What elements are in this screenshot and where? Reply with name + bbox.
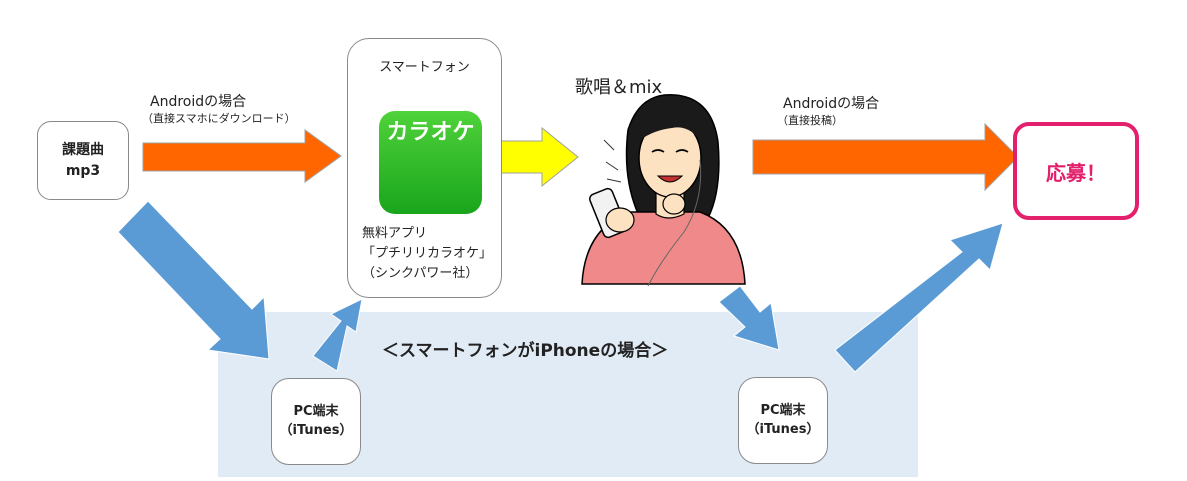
singer-illustration	[581, 94, 746, 287]
apply-label: 応募！	[1046, 160, 1106, 185]
yellow-arrow	[495, 126, 579, 188]
pc-right-title: PC端末	[760, 402, 806, 418]
smartphone-box: スマートフォン カラオケ 無料アプリ 「プチリリカラオケ」 （シンクパワー社）	[347, 38, 502, 298]
pc-left-sub: （iTunes）	[279, 422, 353, 438]
app-description: 無料アプリ 「プチリリカラオケ」 （シンクパワー社）	[362, 224, 492, 284]
android-right-sub: （直接投稿）	[777, 114, 843, 127]
singing-label: 歌唱＆mix	[575, 77, 663, 98]
pc-box-left: PC端末 （iTunes）	[271, 378, 361, 465]
app-icon-label: カラオケ	[386, 120, 475, 145]
app-desc-line2: 「プチリリカラオケ」	[362, 246, 493, 262]
source-title: 課題曲	[62, 142, 104, 159]
blue-arrow-pc-to-apply	[834, 222, 1004, 373]
pc-box-right: PC端末 （iTunes）	[738, 377, 828, 464]
app-desc-line1: 無料アプリ	[362, 226, 428, 241]
android-left-sub: （直接スマホにダウンロード）	[142, 112, 296, 125]
app-desc-line3: （シンクパワー社）	[362, 266, 479, 282]
orange-arrow-right	[752, 122, 1019, 192]
orange-arrow-left	[142, 129, 342, 183]
pc-right-sub: （iTunes）	[746, 421, 820, 437]
iphone-case-label: ＜スマートフォンがiPhoneの場合＞	[382, 341, 669, 361]
karaoke-app-icon: カラオケ	[379, 111, 482, 214]
apply-box: 応募！	[1013, 122, 1139, 220]
blue-arrow-pc-to-phone	[312, 298, 363, 372]
android-right-label: Androidの場合	[783, 96, 880, 112]
source-box: 課題曲 mp3	[37, 121, 129, 200]
pc-left-title: PC端末	[293, 403, 339, 419]
blue-arrow-mp3-to-pc	[117, 200, 270, 360]
smartphone-title: スマートフォン	[379, 60, 470, 75]
source-format: mp3	[65, 162, 101, 179]
blue-arrow-singer-to-pc	[718, 285, 780, 351]
android-left-label: Androidの場合	[150, 94, 247, 110]
